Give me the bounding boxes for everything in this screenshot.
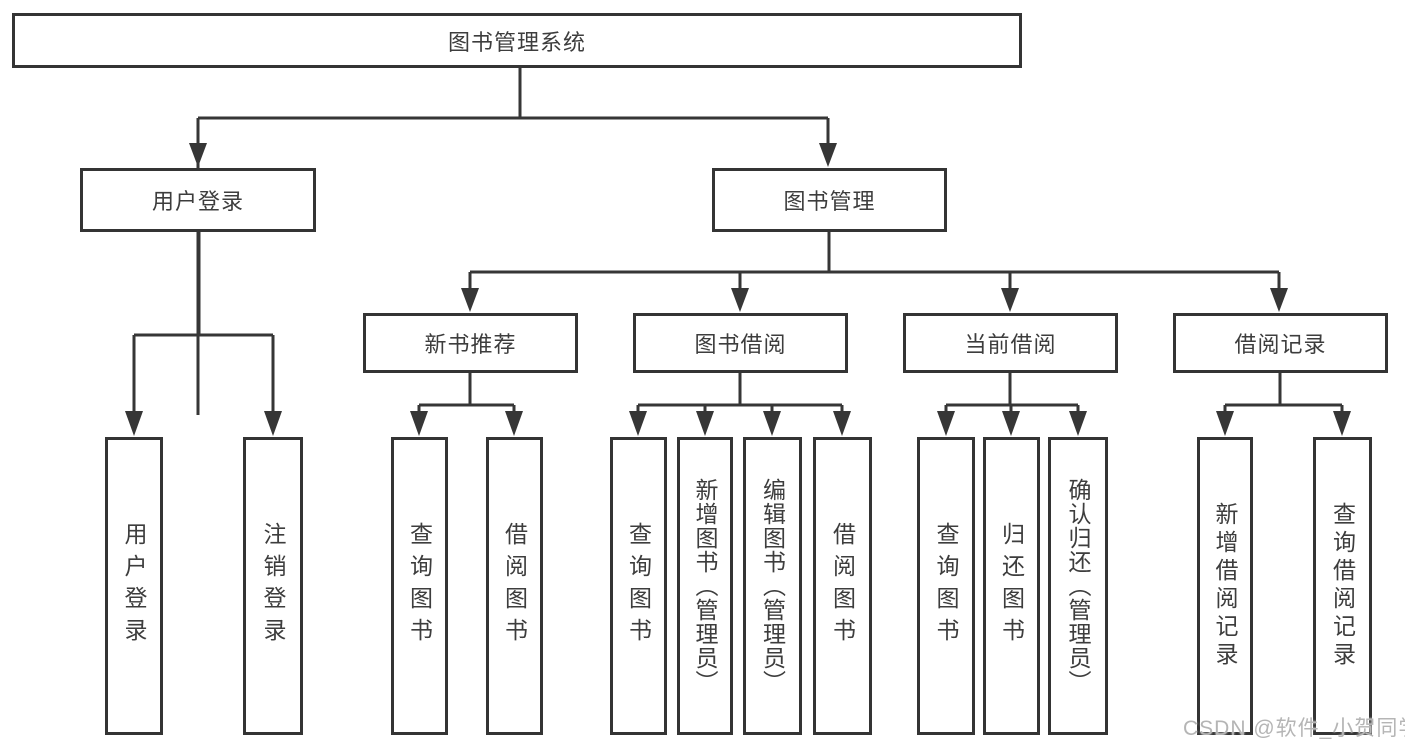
node-leaf-query-books-borrowing: 查询图书 bbox=[610, 437, 667, 735]
node-leaf-query-borrowing-record: 查询借阅记录 bbox=[1313, 437, 1372, 735]
node-leaf-query-books-current: 查询图书 bbox=[917, 437, 975, 735]
node-leaf-add-books-admin: 新增图书（管理员） bbox=[677, 437, 733, 735]
node-leaf-add-borrowing-record: 新增借阅记录 bbox=[1197, 437, 1253, 735]
node-leaf-logout: 注销登录 bbox=[243, 437, 303, 735]
node-current-borrowing: 当前借阅 bbox=[903, 313, 1118, 373]
node-user-login: 用户登录 bbox=[80, 168, 316, 232]
node-book-borrowing: 图书借阅 bbox=[633, 313, 848, 373]
node-borrowing-records: 借阅记录 bbox=[1173, 313, 1388, 373]
node-leaf-return-books: 归还图书 bbox=[983, 437, 1040, 735]
node-leaf-borrow-books-borrowing: 借阅图书 bbox=[813, 437, 872, 735]
node-leaf-user-login: 用户登录 bbox=[105, 437, 163, 735]
node-new-book-recommendation: 新书推荐 bbox=[363, 313, 578, 373]
node-library-management-system: 图书管理系统 bbox=[12, 13, 1022, 68]
node-leaf-borrow-books-recommend: 借阅图书 bbox=[486, 437, 543, 735]
node-leaf-query-books-recommend: 查询图书 bbox=[391, 437, 448, 735]
csdn-watermark: CSDN @软件_小贺同学 bbox=[1183, 717, 1405, 740]
node-leaf-edit-books-admin: 编辑图书（管理员） bbox=[743, 437, 802, 735]
node-leaf-confirm-return-admin: 确认归还（管理员） bbox=[1048, 437, 1108, 735]
node-book-management: 图书管理 bbox=[712, 168, 947, 232]
